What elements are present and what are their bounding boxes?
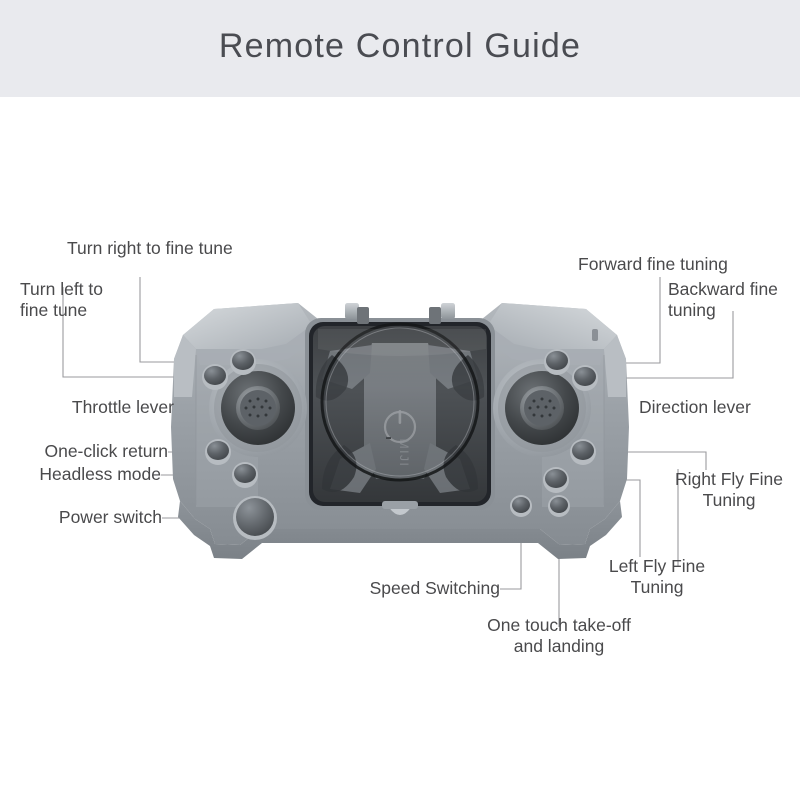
right-shoulder-shade <box>488 325 604 365</box>
callout-headless-mode: Headless mode <box>39 464 161 484</box>
forward-fine-tuning-button[interactable] <box>544 349 570 375</box>
header-band: Remote Control Guide <box>0 0 800 97</box>
right-stick-texture-plate <box>524 390 560 426</box>
btn-speed-cap <box>512 497 530 513</box>
page-title: Remote Control Guide <box>218 27 582 65</box>
power-glyph-gap <box>386 437 391 439</box>
left-shoulder-facet <box>183 303 312 349</box>
turn-left-fine-tune-button[interactable] <box>202 364 228 390</box>
left-fly-fine-tuning-button[interactable] <box>543 467 569 493</box>
right-shoulder-facet <box>488 303 617 349</box>
direction-lever[interactable] <box>493 359 591 457</box>
drone-arm-tr <box>428 345 478 389</box>
remote-control-illustration: MIJI <box>62 277 734 627</box>
headless-mode-button[interactable] <box>232 462 258 488</box>
remote-control-body: MIJI <box>171 303 629 559</box>
leader-backward-fine-tuning <box>585 311 734 379</box>
hinge-right-tab <box>441 303 455 319</box>
power-switch-button[interactable] <box>233 496 277 540</box>
drone-fuselage <box>364 343 436 479</box>
callout-backward-fine-tuning: Backward fine tuning <box>668 279 778 320</box>
drone-arm-tl <box>322 345 372 389</box>
callout-right-fly-fine-tuning: Right Fly Fine Tuning <box>675 469 783 510</box>
callout-speed-switching: Speed Switching <box>369 578 500 598</box>
btn-lft-cap <box>545 469 567 488</box>
btn-tl-cap <box>204 366 226 385</box>
drone-arm-bl <box>330 443 376 493</box>
drone-arm-br <box>424 443 470 493</box>
lens-ring-inner <box>325 327 475 477</box>
btn-power-cap <box>236 498 274 536</box>
right-stick-grip-dots <box>528 397 556 418</box>
power-glyph-icon <box>383 410 417 444</box>
right-fly-fine-tuning-button[interactable] <box>570 439 596 465</box>
lid-hinges <box>345 303 455 324</box>
callout-turn-left-fine-tune: Turn left to fine tune <box>20 279 103 320</box>
callout-turn-right-fine-tune: Turn right to fine tune <box>67 238 233 258</box>
btn-takeoff-cap <box>550 497 568 513</box>
lens-ring-outer <box>320 322 480 482</box>
callout-forward-fine-tuning: Forward fine tuning <box>578 254 728 274</box>
callout-direction-lever: Direction lever <box>639 397 751 417</box>
drone-brand-mark: MIJI <box>397 439 411 468</box>
one-click-return-button[interactable] <box>205 439 231 465</box>
callout-throttle-lever: Throttle lever <box>71 397 174 417</box>
callout-power-switch: Power switch <box>58 507 162 527</box>
btn-hm-cap <box>234 464 256 483</box>
diagram-stage: MIJI <box>0 97 800 800</box>
left-stick-grip-dots <box>244 397 272 418</box>
hinge-left-body <box>357 307 369 324</box>
lid-latch-base <box>382 501 418 509</box>
antenna-notch <box>592 329 598 341</box>
hinge-left-tab <box>345 303 359 319</box>
left-stick-texture-plate <box>240 390 276 426</box>
callout-one-click-return: One-click return <box>44 441 168 461</box>
backward-fine-tuning-button[interactable] <box>572 365 598 391</box>
left-edge-facet <box>174 335 196 397</box>
callout-left-fly-fine-tuning: Left Fly Fine Tuning <box>608 556 706 597</box>
propeller-br <box>443 445 478 493</box>
left-shoulder-shade <box>196 325 312 365</box>
one-touch-takeoff-landing-button[interactable] <box>548 495 570 517</box>
btn-bwd-cap <box>574 367 596 386</box>
btn-ocr-cap <box>207 441 229 460</box>
hinge-right-body <box>429 307 441 324</box>
propeller-bl <box>322 445 357 493</box>
callout-one-touch-takeoff-landing: One touch take-off and landing <box>487 615 631 656</box>
btn-rft-cap <box>572 441 594 460</box>
lid-gloss <box>318 329 486 356</box>
btn-fwd-cap <box>546 351 568 370</box>
btn-tr-cap <box>232 351 254 370</box>
right-edge-facet <box>604 335 626 397</box>
power-glyph-stem <box>398 410 402 424</box>
turn-right-fine-tune-button[interactable] <box>230 349 256 375</box>
speed-switching-button[interactable] <box>510 495 532 517</box>
throttle-lever[interactable] <box>209 359 307 457</box>
bottom-skirt <box>178 501 622 559</box>
leader-turn-left-fine-tune <box>62 287 215 378</box>
